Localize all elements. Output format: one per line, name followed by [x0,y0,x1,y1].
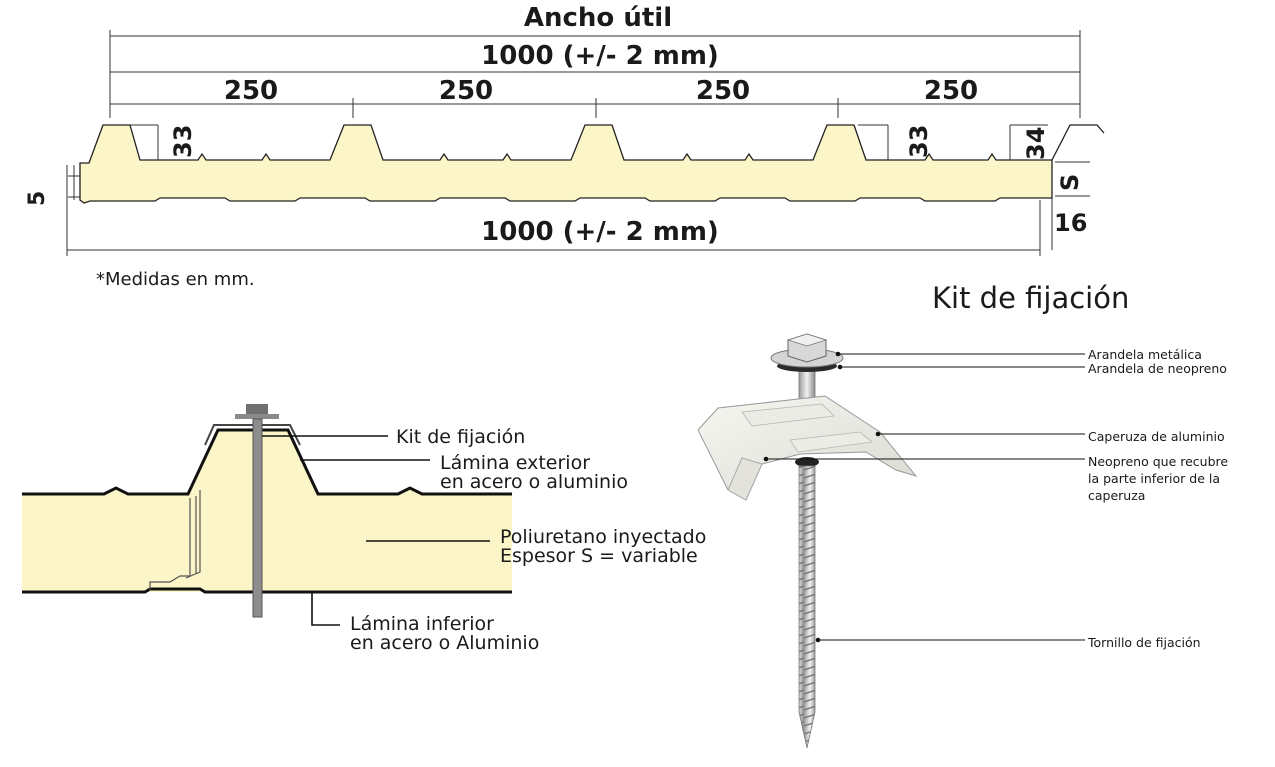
kit-label-neoprene-2: la parte inferior de la [1088,471,1220,486]
label-exterior-1: Lámina exterior [440,452,590,474]
label-interior-2: en acero o Aluminio [350,632,539,654]
label-core-2: Espesor S = variable [500,545,698,567]
kit-screw-head-top [786,333,828,347]
bottom-width-label: 1000 (+/- 2 mm) [481,217,719,247]
units-note: *Medidas en mm. [96,269,255,290]
section-screw [252,418,263,618]
profile-next-rib [1051,124,1105,161]
dimension-lines [66,30,1090,256]
kit-leaders [766,353,1085,641]
joint-detail [149,490,201,590]
section-leaders [262,435,490,626]
kit-label-screw: Tornillo de fijación [1087,635,1201,650]
kit-label-neoprene-3: caperuza [1088,488,1145,503]
kit-screw-thread [798,465,816,749]
kit-leader-dots [763,351,881,643]
section-cap [204,424,301,446]
segment-label-2: 250 [439,76,493,106]
kit-title: Kit de fijación [932,281,1129,315]
label-core-1: Poliuretano inyectado [500,526,706,548]
section-washer [235,414,279,419]
top-width-label: 1000 (+/- 2 mm) [481,41,719,71]
kit-cap-side [727,457,763,501]
bottom-offset-label: 16 [1054,209,1087,237]
kit-label-cap: Caperuza de aluminio [1088,429,1225,444]
width-title: Ancho útil [524,3,672,33]
segment-label-3: 250 [696,76,750,106]
label-exterior-2: en acero o aluminio [440,471,628,493]
rib-height-left: 33 [169,125,197,158]
kit-label-metal-washer: Arandela metálica [1088,347,1202,362]
section-screw-head [246,404,268,414]
profile-foam [79,124,1053,204]
segment-label-4: 250 [924,76,978,106]
kit-cap-groove-top [741,403,835,427]
rib-height-right: 33 [905,125,933,158]
segment-label-1: 250 [224,76,278,106]
thickness-label: S [1056,174,1084,191]
kit-label-neoprene-washer: Arandela de neopreno [1088,361,1227,376]
edge-height: 34 [1022,127,1050,160]
side-offset-label: 5 [25,191,50,206]
kit-label-neoprene-1: Neopreno que recubre [1088,454,1228,469]
fixing-kit: Kit de fijación [697,281,1228,749]
section-foam [22,430,512,592]
panel-profile: Ancho útil 1000 (+/- 2 mm) 250 250 250 2… [25,3,1105,290]
label-interior-1: Lámina inferior [350,613,494,635]
panel-section: Kit de fijación Lámina exterior en acero… [22,404,706,654]
label-kit: Kit de fijación [396,426,525,448]
kit-cap-groove-bottom [789,431,873,453]
